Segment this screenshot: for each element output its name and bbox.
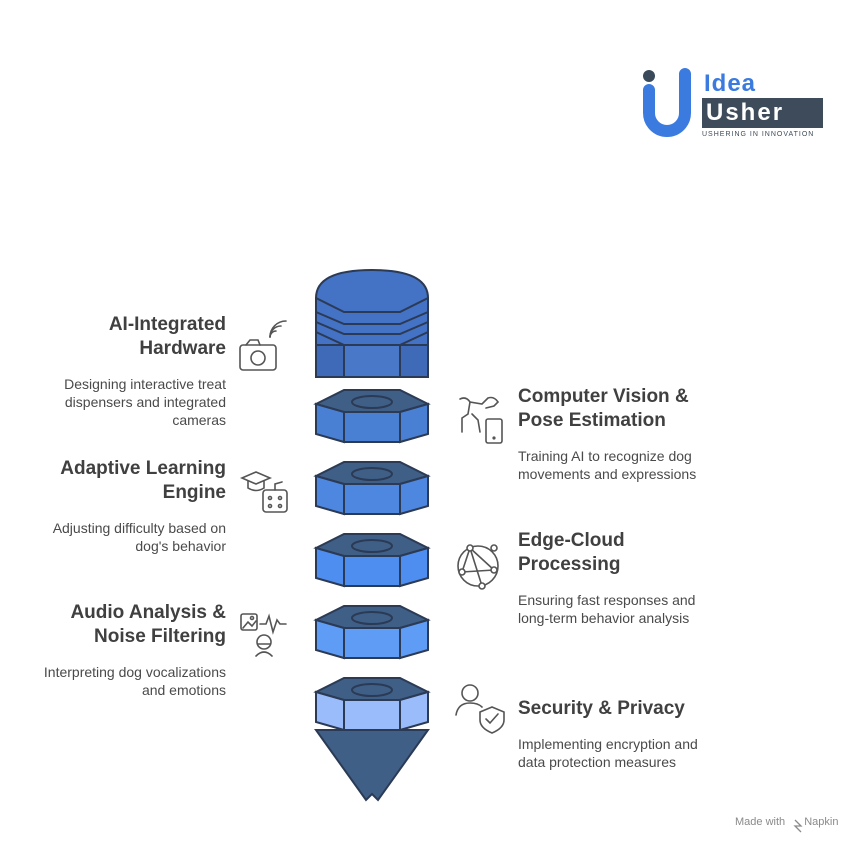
napkin-label: Napkin [804, 816, 839, 828]
desc-adaptive-learning: Adjusting difficulty based on dog's beha… [52, 520, 226, 554]
logo-mark [643, 68, 823, 137]
block-security: Security & Privacy Implementing encrypti… [518, 697, 738, 771]
tier-security [313, 677, 431, 732]
desc-edge-cloud: Ensuring fast responses and long-term be… [518, 592, 696, 626]
title-security: Security & Privacy [518, 698, 685, 719]
logo-word-1: Idea [704, 70, 757, 97]
tier-edge-cloud [313, 533, 431, 588]
title-computer-vision: Computer Vision & Pose Estimation [518, 386, 689, 431]
user-shield-icon [455, 684, 505, 734]
desc-audio-analysis: Interpreting dog vocalizations and emoti… [43, 664, 226, 698]
block-computer-vision: Computer Vision & Pose Estimation Traini… [518, 385, 738, 483]
dog-phone-icon [459, 396, 503, 444]
title-adaptive-learning: Adaptive Learning Engine [60, 458, 226, 503]
camera-wifi-icon [239, 320, 287, 371]
desc-security: Implementing encryption and data protect… [518, 736, 698, 770]
image-waveform-person-icon [240, 613, 287, 657]
block-ai-hardware: AI-Integrated Hardware Designing interac… [20, 313, 226, 429]
made-with-badge[interactable]: Made with Napkin [735, 816, 838, 828]
title-edge-cloud: Edge-Cloud Processing [518, 530, 625, 575]
block-audio-analysis: Audio Analysis & Noise Filtering Interpr… [20, 601, 226, 699]
desc-computer-vision: Training AI to recognize dog movements a… [518, 448, 697, 482]
graduation-robot-icon [239, 471, 288, 513]
tier-adaptive-learning [313, 461, 431, 516]
logo-tagline: USHERING IN INNOVATION [702, 131, 815, 138]
title-audio-analysis: Audio Analysis & Noise Filtering [70, 602, 226, 647]
made-with-label: Made with [735, 816, 786, 828]
desc-ai-hardware: Designing interactive treat dispensers a… [64, 376, 226, 428]
logo-word-2: Usher [706, 99, 785, 126]
tier-computer-vision [313, 389, 431, 444]
network-globe-icon [457, 544, 499, 590]
logo: Idea Usher USHERING IN INNOVATION [640, 68, 830, 144]
tier-audio-analysis [313, 605, 431, 660]
bottom-cone [314, 729, 430, 802]
block-adaptive-learning: Adaptive Learning Engine Adjusting diffi… [20, 457, 226, 555]
title-ai-hardware: AI-Integrated Hardware [108, 314, 226, 359]
top-cylinder [314, 268, 430, 378]
block-edge-cloud: Edge-Cloud Processing Ensuring fast resp… [518, 529, 738, 627]
